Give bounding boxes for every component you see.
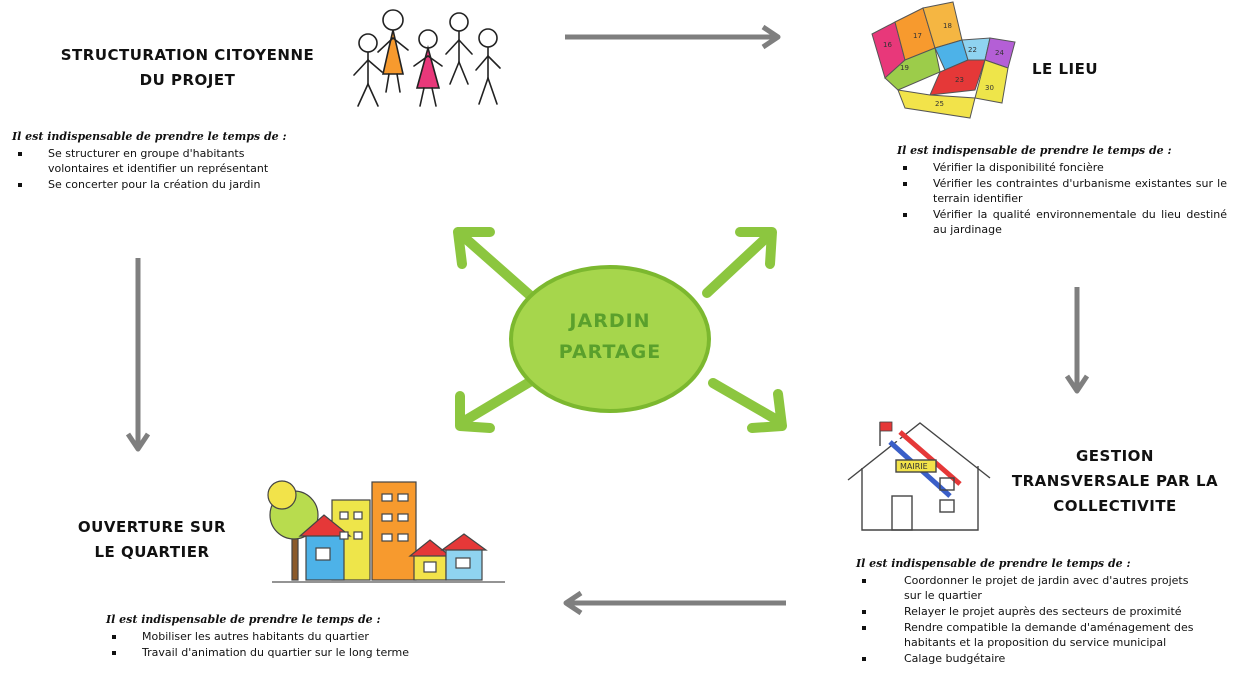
town-hall-drawing: MAIRIE bbox=[847, 421, 991, 531]
list-item: Vérifier les contraintes d'urbanisme exi… bbox=[897, 176, 1227, 206]
list-item: Se concerter pour la création du jardin bbox=[12, 177, 342, 192]
title-line: TRANSVERSALE PAR LA bbox=[1011, 472, 1219, 490]
flow-arrow-bottom bbox=[563, 590, 786, 616]
list-item: Relayer le projet auprès des secteurs de… bbox=[856, 604, 1242, 619]
green-arrow-nw bbox=[453, 227, 538, 303]
title-line: COLLECTIVITE bbox=[1053, 497, 1177, 515]
svg-text:24: 24 bbox=[995, 49, 1004, 57]
section-title-lieu: LE LIEU bbox=[1031, 60, 1099, 78]
bullet-list: Vérifier la disponibilité foncière Vérif… bbox=[897, 160, 1227, 237]
section-intro: Il est indispensable de prendre le temps… bbox=[12, 130, 287, 143]
list-item: Travail d'animation du quartier sur le l… bbox=[106, 645, 506, 660]
flow-arrow-left bbox=[125, 258, 151, 452]
bullet-list: Mobiliser les autres habitants du quarti… bbox=[106, 629, 506, 660]
title-line: OUVERTURE SUR bbox=[77, 518, 227, 536]
title-line: STRUCTURATION CITOYENNE bbox=[60, 46, 315, 64]
section-title-gestion: GESTION TRANSVERSALE PAR LA COLLECTIVITE bbox=[995, 444, 1235, 519]
green-arrow-ne bbox=[702, 227, 777, 298]
flow-arrow-right bbox=[1064, 287, 1090, 394]
title-line: GESTION bbox=[1076, 447, 1154, 465]
svg-text:18: 18 bbox=[943, 22, 952, 30]
title-line: LE QUARTIER bbox=[94, 543, 210, 561]
flow-arrow-top bbox=[565, 24, 781, 50]
bullet-list: Se structurer en groupe d'habitants volo… bbox=[12, 146, 342, 192]
green-arrow-sw bbox=[455, 375, 538, 433]
list-item: Se structurer en groupe d'habitants volo… bbox=[12, 146, 298, 176]
svg-text:19: 19 bbox=[900, 64, 909, 72]
list-item: Vérifier la qualité environnementale du … bbox=[897, 207, 1227, 237]
section-title-ouverture: OUVERTURE SUR LE QUARTIER bbox=[52, 515, 252, 565]
svg-text:30: 30 bbox=[985, 84, 994, 92]
svg-text:17: 17 bbox=[913, 32, 922, 40]
list-item: Coordonner le projet de jardin avec d'au… bbox=[856, 573, 1194, 603]
svg-text:22: 22 bbox=[968, 46, 977, 54]
center-label: JARDIN PARTAGE bbox=[525, 306, 695, 368]
list-item: Rendre compatible la demande d'aménageme… bbox=[856, 620, 1242, 650]
list-item: Mobiliser les autres habitants du quarti… bbox=[106, 629, 506, 644]
section-intro: Il est indispensable de prendre le temps… bbox=[897, 144, 1172, 157]
svg-text:MAIRIE: MAIRIE bbox=[900, 462, 928, 471]
list-item: Calage budgétaire bbox=[856, 651, 1242, 666]
center-label-line1: JARDIN bbox=[569, 310, 651, 332]
parcel-map-drawing: 16 17 18 19 22 23 24 25 30 bbox=[871, 1, 1016, 119]
section-text-ouverture: Il est indispensable de prendre le temps… bbox=[106, 612, 506, 661]
section-text-structuration: Il est indispensable de prendre le temps… bbox=[12, 129, 342, 193]
citizens-drawing bbox=[353, 9, 501, 107]
section-intro: Il est indispensable de prendre le temps… bbox=[856, 557, 1131, 570]
svg-text:23: 23 bbox=[955, 76, 964, 84]
center-label-line2: PARTAGE bbox=[558, 341, 662, 363]
green-arrow-se bbox=[708, 378, 787, 433]
bullet-list: Coordonner le projet de jardin avec d'au… bbox=[856, 573, 1242, 666]
list-item: Vérifier la disponibilité foncière bbox=[897, 160, 1227, 175]
neighbourhood-drawing bbox=[267, 480, 505, 583]
svg-text:25: 25 bbox=[935, 100, 944, 108]
center-ellipse bbox=[509, 265, 711, 413]
svg-text:16: 16 bbox=[883, 41, 892, 49]
section-text-gestion: Il est indispensable de prendre le temps… bbox=[856, 556, 1242, 667]
section-text-lieu: Il est indispensable de prendre le temps… bbox=[897, 143, 1227, 238]
title-line: DU PROJET bbox=[139, 71, 236, 89]
section-title-structuration: STRUCTURATION CITOYENNE DU PROJET bbox=[20, 43, 355, 93]
section-intro: Il est indispensable de prendre le temps… bbox=[106, 613, 381, 626]
